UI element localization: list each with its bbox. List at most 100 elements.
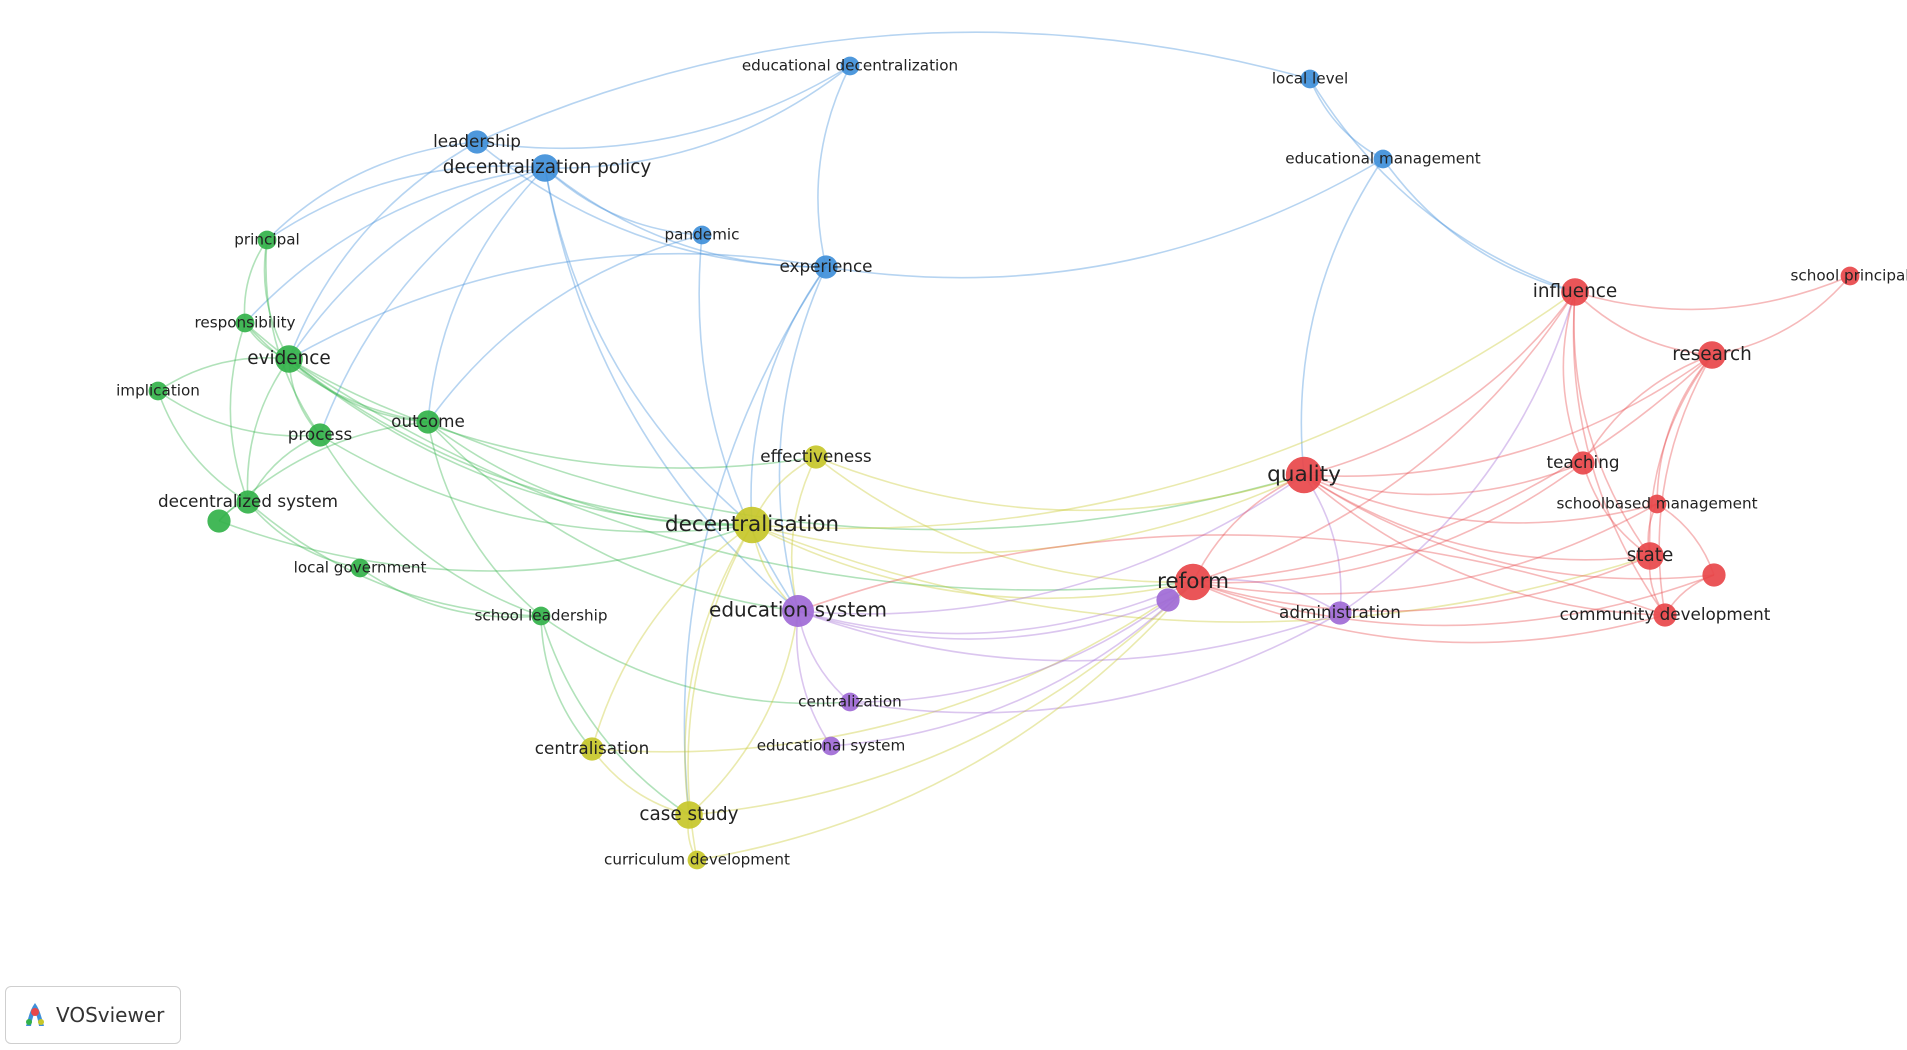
- network-link: [1303, 474, 1715, 580]
- node-label-influence[interactable]: influence: [1533, 281, 1617, 302]
- network-link: [218, 520, 753, 572]
- node-teaching[interactable]: [1571, 451, 1595, 475]
- node-school-principal[interactable]: [1840, 266, 1860, 286]
- network-link: [825, 158, 1384, 279]
- network-link: [544, 167, 799, 612]
- node-research[interactable]: [1698, 341, 1726, 369]
- node-local-government[interactable]: [350, 558, 370, 578]
- node-red-unlabeled[interactable]: [1702, 563, 1726, 587]
- node-label-school-leadership[interactable]: school leadership: [474, 607, 607, 625]
- node-label-evidence[interactable]: evidence: [247, 348, 330, 369]
- node-label-community-development[interactable]: community development: [1560, 604, 1771, 624]
- network-link: [540, 615, 690, 816]
- node-label-case-study[interactable]: case study: [639, 804, 738, 825]
- node-label-experience[interactable]: experience: [779, 256, 872, 276]
- network-link: [427, 421, 799, 612]
- node-centralisation[interactable]: [580, 737, 604, 761]
- node-label-curriculum-development[interactable]: curriculum development: [604, 851, 790, 869]
- node-label-educational-decentralization[interactable]: educational decentralization: [742, 57, 958, 75]
- network-link: [157, 390, 321, 437]
- node-reform[interactable]: [1174, 563, 1212, 601]
- node-education-system[interactable]: [782, 595, 814, 627]
- network-link: [244, 167, 546, 324]
- node-local-level[interactable]: [1300, 69, 1320, 89]
- network-link: [1648, 354, 1713, 557]
- node-educational-decentralization[interactable]: [840, 56, 860, 76]
- node-pandemic[interactable]: [692, 225, 712, 245]
- node-label-effectiveness[interactable]: effectiveness: [760, 446, 871, 466]
- network-link: [319, 167, 546, 436]
- network-link: [1582, 354, 1713, 464]
- node-label-implication[interactable]: implication: [116, 382, 200, 400]
- node-label-decentralisation[interactable]: decentralisation: [665, 512, 839, 537]
- node-green-unlabeled[interactable]: [207, 509, 231, 533]
- node-label-pandemic[interactable]: pandemic: [665, 226, 740, 244]
- network-link: [288, 358, 817, 469]
- node-label-centralisation[interactable]: centralisation: [535, 738, 649, 758]
- network-link: [797, 599, 1169, 640]
- node-case-study[interactable]: [675, 801, 703, 829]
- node-school-leadership[interactable]: [531, 606, 551, 626]
- node-decentralized-system[interactable]: [236, 490, 260, 514]
- node-leadership[interactable]: [465, 130, 489, 154]
- vosviewer-logo-badge[interactable]: VOSviewer: [5, 986, 181, 1044]
- node-label-responsibility[interactable]: responsibility: [194, 314, 295, 332]
- network-link: [1303, 354, 1713, 478]
- node-centralization[interactable]: [840, 692, 860, 712]
- node-purple-unlabeled[interactable]: [1156, 588, 1180, 612]
- node-label-educational-management[interactable]: educational management: [1285, 150, 1480, 168]
- node-label-administration[interactable]: administration: [1279, 602, 1401, 622]
- node-label-local-level[interactable]: local level: [1272, 70, 1348, 88]
- node-schoolbased-management[interactable]: [1647, 494, 1667, 514]
- node-administration[interactable]: [1328, 601, 1352, 625]
- node-process[interactable]: [308, 423, 332, 447]
- node-label-research[interactable]: research: [1672, 344, 1752, 365]
- node-label-decentralized-system[interactable]: decentralized system: [158, 491, 338, 511]
- node-label-process[interactable]: process: [288, 424, 353, 444]
- node-label-quality[interactable]: quality: [1267, 462, 1341, 487]
- node-label-schoolbased-management[interactable]: schoolbased management: [1556, 495, 1757, 513]
- node-label-state[interactable]: state: [1627, 545, 1674, 566]
- network-link: [1192, 474, 1305, 583]
- network-link: [696, 581, 1194, 861]
- network-link: [751, 524, 1194, 600]
- node-curriculum-development[interactable]: [687, 850, 707, 870]
- node-principal[interactable]: [257, 230, 277, 250]
- network-link: [1309, 78, 1384, 160]
- node-label-decentralization-policy[interactable]: decentralization policy: [443, 157, 652, 178]
- node-quality[interactable]: [1285, 456, 1323, 494]
- network-link: [1303, 291, 1576, 476]
- node-responsibility[interactable]: [235, 313, 255, 333]
- node-effectiveness[interactable]: [804, 445, 828, 469]
- node-evidence[interactable]: [275, 345, 303, 373]
- network-link: [157, 356, 290, 392]
- node-experience[interactable]: [814, 255, 838, 279]
- network-link: [1309, 78, 1576, 293]
- network-link: [1192, 574, 1715, 627]
- node-state[interactable]: [1636, 542, 1664, 570]
- node-label-reform[interactable]: reform: [1157, 569, 1229, 594]
- node-educational-management[interactable]: [1373, 149, 1393, 169]
- node-label-outcome[interactable]: outcome: [391, 411, 465, 431]
- node-label-leadership[interactable]: leadership: [433, 131, 521, 151]
- node-label-centralization[interactable]: centralization: [798, 693, 902, 711]
- network-link: [288, 141, 478, 360]
- vosviewer-logo-text: VOSviewer: [56, 1003, 165, 1027]
- network-link: [263, 239, 290, 360]
- node-label-local-government[interactable]: local government: [294, 559, 427, 577]
- node-influence[interactable]: [1561, 278, 1589, 306]
- network-link: [698, 234, 799, 612]
- network-link: [544, 65, 851, 169]
- node-decentralisation[interactable]: [733, 506, 771, 544]
- node-label-teaching[interactable]: teaching: [1546, 452, 1619, 472]
- node-label-principal[interactable]: principal: [234, 231, 299, 249]
- node-community-development[interactable]: [1653, 603, 1677, 627]
- node-implication[interactable]: [148, 381, 168, 401]
- node-label-school-principal[interactable]: school principal: [1791, 267, 1907, 285]
- node-educational-system[interactable]: [821, 736, 841, 756]
- node-outcome[interactable]: [416, 410, 440, 434]
- node-label-educational-system[interactable]: educational system: [757, 737, 906, 755]
- node-decentralization-policy[interactable]: [531, 154, 559, 182]
- node-label-education-system[interactable]: education system: [709, 598, 887, 622]
